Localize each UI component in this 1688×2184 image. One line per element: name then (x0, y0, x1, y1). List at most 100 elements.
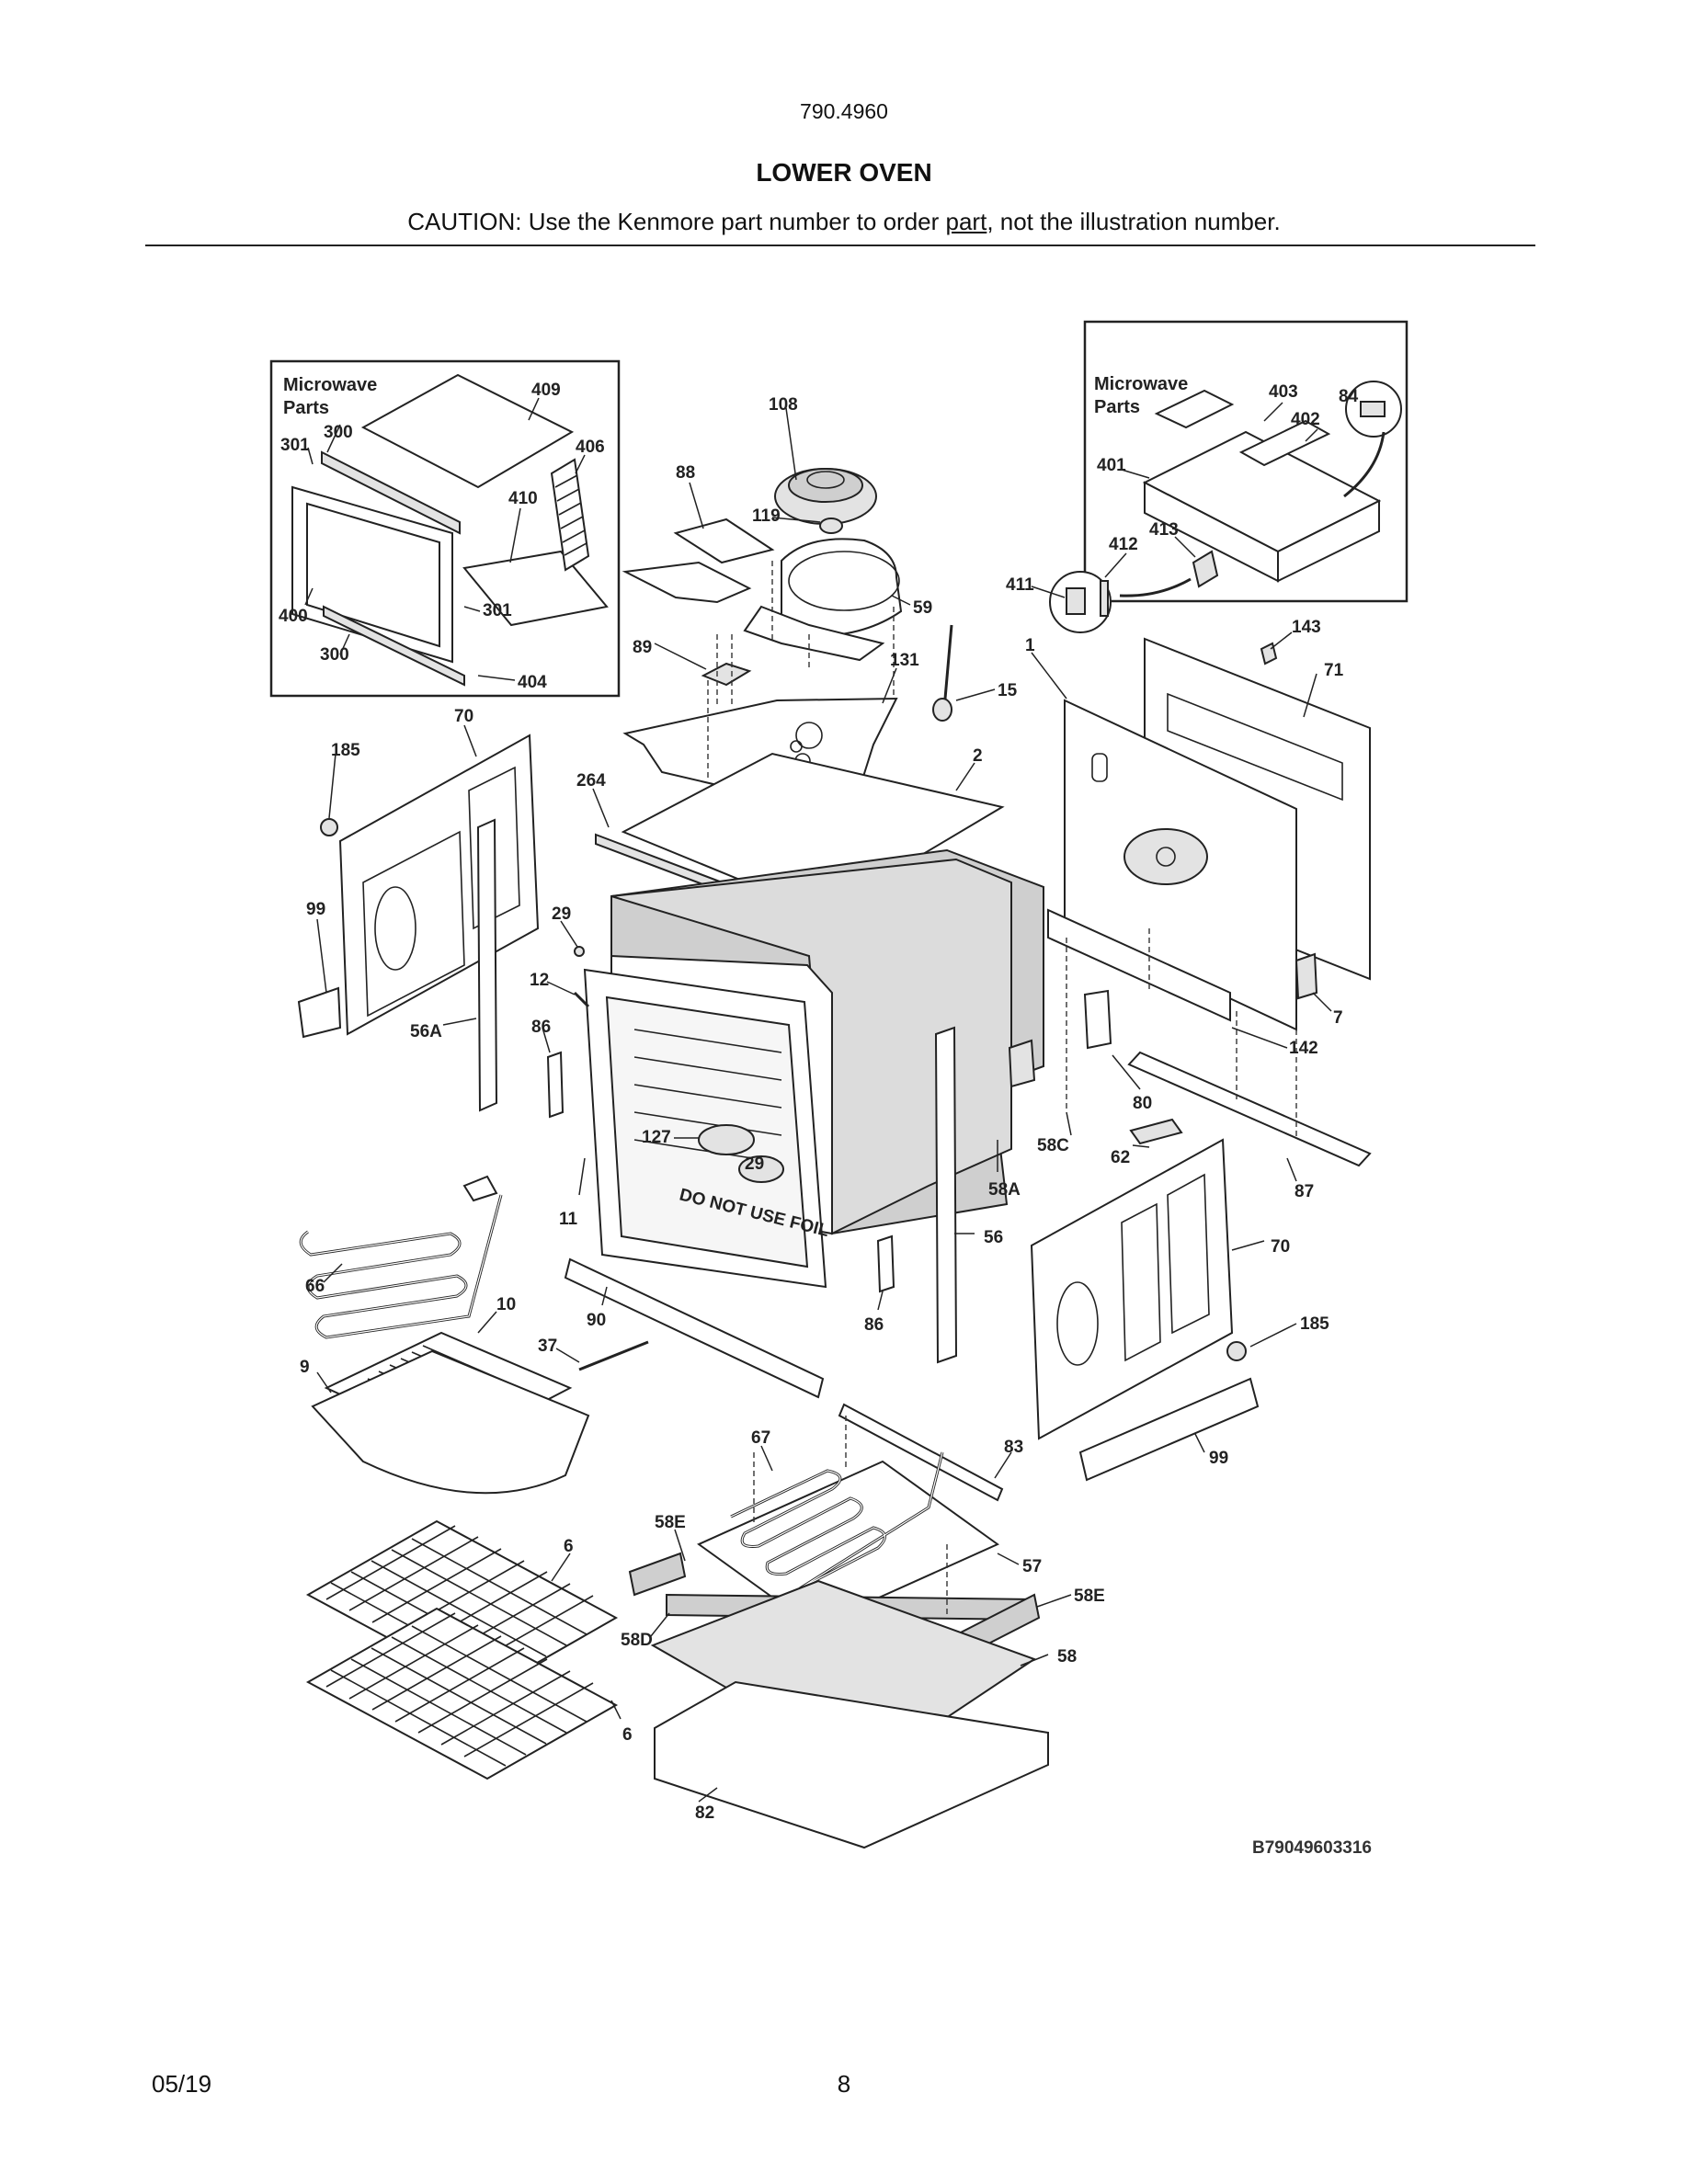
callout-86-right: 86 (864, 1315, 884, 1335)
part-99-bracket-left (297, 986, 342, 1039)
callout-70-right: 70 (1271, 1237, 1290, 1257)
part-37-sensor (578, 1340, 649, 1371)
callout-412: 412 (1109, 535, 1138, 554)
callout-127: 127 (642, 1128, 671, 1147)
callout-6-upper: 6 (564, 1537, 574, 1556)
callout-84: 84 (1339, 387, 1359, 406)
part-58E-strip-left (628, 1552, 687, 1597)
callout-300-bottom: 300 (320, 645, 349, 665)
part-7 (1295, 952, 1318, 1000)
callout-300-top: 300 (324, 423, 353, 442)
oven-cavity: DO NOT USE FOIL 29 12 86 127 29 11 58A (530, 848, 1044, 1289)
callout-108: 108 (769, 395, 798, 415)
model-number: 790.4960 (800, 99, 888, 123)
callout-57: 57 (1022, 1557, 1042, 1576)
part-400-glass (306, 502, 440, 648)
callout-70-left: 70 (454, 707, 473, 726)
part-185-bumper-left (320, 818, 338, 836)
callout-66: 66 (305, 1277, 325, 1296)
callout-83: 83 (1004, 1438, 1023, 1457)
part-185-bumper-right (1226, 1341, 1247, 1361)
callout-185-right: 185 (1300, 1314, 1329, 1334)
detail-411-arrow (1119, 577, 1192, 597)
part-12 (573, 991, 590, 1008)
header-divider (145, 245, 1535, 246)
part-88-duct (673, 518, 775, 564)
callout-131: 131 (890, 651, 919, 670)
callout-301-bottom: 301 (483, 601, 512, 620)
drawing-number: B79049603316 (1252, 1838, 1372, 1858)
callout-2: 2 (973, 746, 983, 766)
callout-185-left: 185 (331, 741, 360, 760)
part-143 (1260, 642, 1278, 665)
part-70-side-panel-right (1030, 1138, 1234, 1440)
part-127-cover (698, 1124, 755, 1155)
callout-58D: 58D (621, 1631, 653, 1650)
footer-page-number: 8 (837, 2070, 851, 2098)
part-410-tray (462, 550, 609, 627)
callout-400: 400 (279, 607, 308, 626)
caution-notice: CAUTION: Use the Kenmore part number to … (0, 208, 1688, 236)
callout-62: 62 (1111, 1148, 1130, 1167)
part-86-hinge-right (876, 1234, 895, 1293)
callout-410: 410 (508, 489, 538, 508)
part-84-switch (1360, 401, 1386, 417)
callout-67: 67 (751, 1428, 770, 1448)
part-300-trim-top (321, 450, 461, 535)
part-142-bracket (1047, 908, 1231, 1022)
bottom-assembly: 67 83 58E 57 58E 58D 58 82 (621, 1403, 1105, 1849)
part-413-plate (1192, 550, 1219, 588)
callout-11: 11 (559, 1210, 578, 1229)
callout-58A: 58A (988, 1180, 1021, 1200)
part-90-front-trim (564, 1257, 825, 1399)
caution-suffix: , not the illustration number. (987, 208, 1281, 235)
part-66-broil-element (299, 1175, 503, 1339)
callout-411: 411 (1006, 575, 1034, 595)
callout-90: 90 (587, 1311, 606, 1330)
callout-403: 403 (1269, 382, 1298, 402)
part-402-bracket (1238, 419, 1331, 467)
callout-58C: 58C (1037, 1136, 1069, 1155)
part-67-bake-element (730, 1451, 944, 1590)
part-89 (701, 662, 752, 687)
callout-82: 82 (695, 1803, 714, 1823)
part-70-side-panel-left (338, 734, 540, 1036)
callout-86-left: 86 (531, 1018, 551, 1037)
callout-264: 264 (576, 771, 606, 791)
inset-right-title-2: Parts (1094, 397, 1140, 417)
callout-56: 56 (984, 1228, 1003, 1247)
callout-56A: 56A (410, 1022, 442, 1041)
part-9-broil-pan (311, 1349, 590, 1495)
callout-29-top: 29 (552, 904, 571, 924)
callout-29-center: 29 (745, 1155, 764, 1174)
callout-409: 409 (531, 381, 561, 400)
page-title: LOWER OVEN (756, 158, 932, 187)
inset-microwave-door: Microwave Parts 409 300 301 406 410 301 … (269, 359, 621, 698)
callout-143: 143 (1292, 618, 1321, 637)
callout-10: 10 (496, 1295, 516, 1314)
inset-left-title-1: Microwave (283, 375, 377, 395)
part-29-screw (574, 946, 585, 957)
part-401-housing-side (1277, 499, 1380, 583)
callout-9: 9 (300, 1358, 310, 1377)
caution-prefix: CAUTION: Use the Kenmore part number to … (407, 208, 946, 235)
callout-99-right: 99 (1209, 1449, 1228, 1468)
part-6-rack-lower (305, 1607, 619, 1780)
part-80 (1083, 989, 1112, 1050)
callout-401: 401 (1097, 456, 1126, 475)
part-300-trim-bottom (323, 605, 465, 687)
callout-1: 1 (1025, 636, 1035, 655)
part-56A-rail (476, 818, 498, 1112)
callout-71: 71 (1324, 661, 1344, 680)
callout-406: 406 (576, 438, 605, 457)
callout-402: 402 (1291, 410, 1320, 429)
inset-right-title-1: Microwave (1094, 374, 1188, 394)
callout-7: 7 (1333, 1008, 1343, 1028)
right-side-assembly: 56 70 86 185 99 (864, 1026, 1329, 1482)
top-assembly: 108 88 119 59 89 131 15 2 264 (576, 395, 1018, 926)
detail-84-arrow (1343, 431, 1386, 498)
callout-413: 413 (1149, 520, 1179, 540)
callout-87: 87 (1295, 1182, 1314, 1201)
callout-6-lower: 6 (622, 1725, 633, 1745)
